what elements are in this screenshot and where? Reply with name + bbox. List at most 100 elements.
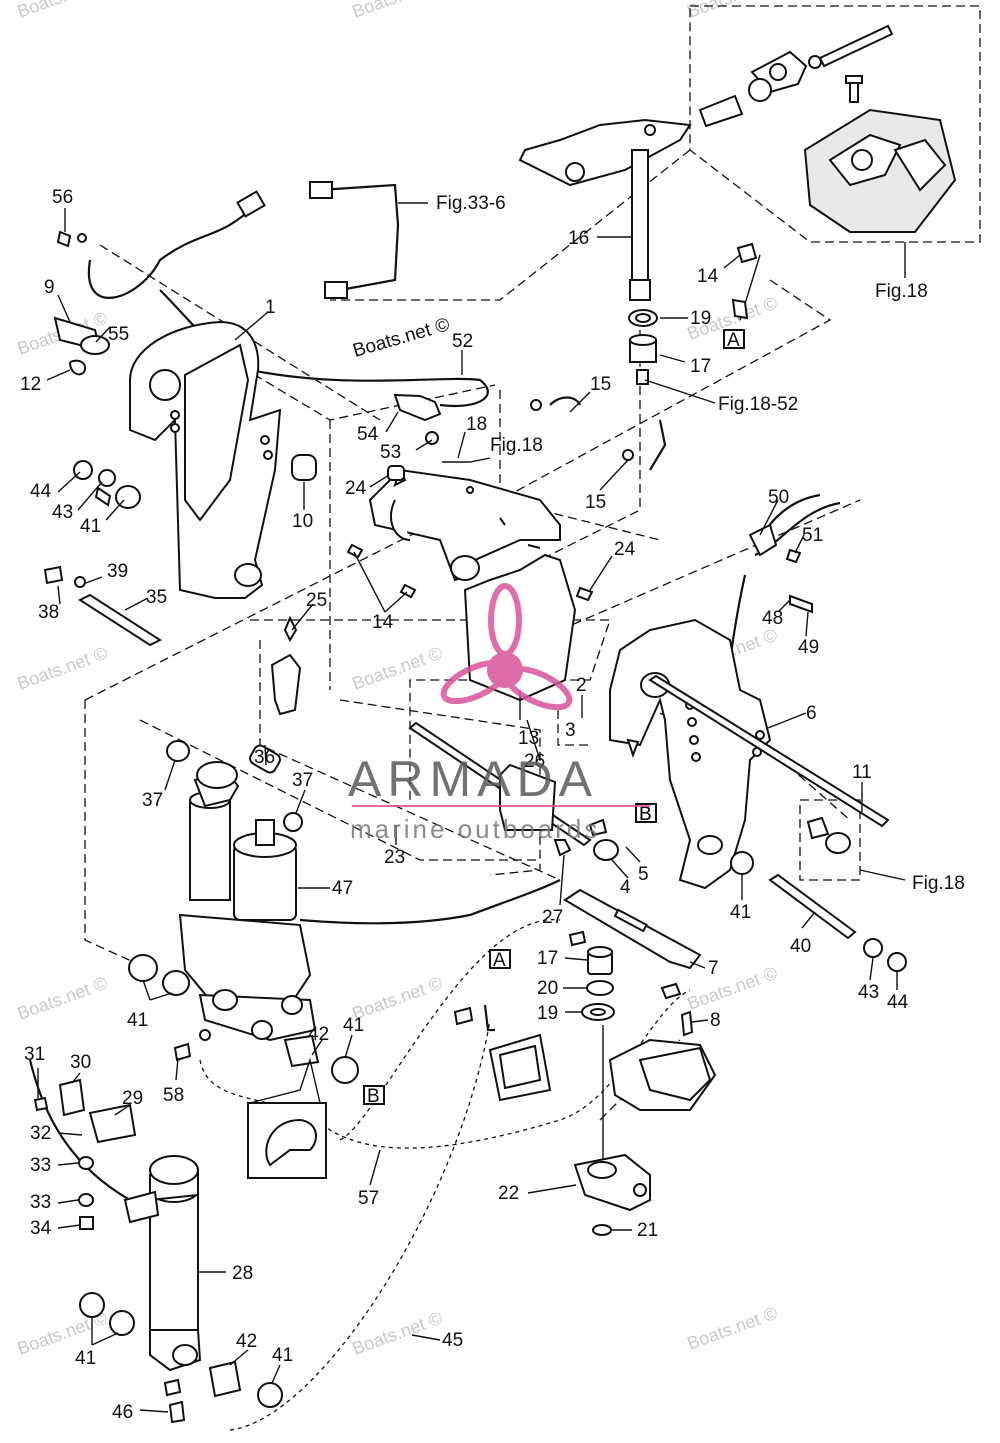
part-label: 31: [24, 1044, 45, 1065]
part-label: 55: [108, 324, 129, 345]
part-label: 43: [858, 982, 879, 1003]
part-label: 7: [708, 958, 719, 979]
watermark-text: Boats.net ©: [350, 643, 445, 694]
part-label: 36: [254, 747, 275, 768]
part-label: 51: [802, 525, 823, 546]
part-label: 27: [542, 907, 563, 928]
part-label: 46: [112, 1402, 133, 1423]
part-label: 57: [358, 1188, 379, 1209]
part-label: 50: [768, 487, 789, 508]
part-label: 6: [806, 703, 817, 724]
part-label: 41: [75, 1348, 96, 1369]
fig-ref-33-6: Fig.33-6: [436, 193, 506, 214]
part-label: 9: [44, 277, 55, 298]
fig-ref-18: Fig.18: [875, 281, 928, 302]
part-label: 34: [30, 1218, 52, 1239]
part-label: 23: [384, 847, 405, 868]
part-label: 42: [308, 1024, 329, 1045]
part-label: B: [639, 804, 652, 825]
inset-fig18: [689, 5, 981, 278]
leader-lines: [37, 202, 906, 1413]
part-label: 38: [38, 602, 59, 623]
part-label: 58: [163, 1085, 184, 1106]
part-label: 18: [466, 414, 487, 435]
part-label: 41: [80, 516, 101, 537]
watermark-text: Boats.net ©: [15, 643, 110, 694]
part-label: 43: [52, 502, 73, 523]
part-label: 44: [887, 992, 909, 1013]
part-label: 52: [452, 331, 473, 352]
part-label: 37: [292, 770, 313, 791]
inset-detail-box: [247, 1057, 327, 1179]
part-label: 32: [30, 1123, 51, 1144]
part-label: 44: [30, 481, 52, 502]
part-label: 17: [537, 948, 558, 969]
part-label: 41: [272, 1345, 293, 1366]
part-label: 25: [306, 590, 327, 611]
part-label: 29: [122, 1088, 143, 1109]
part-label: 54: [357, 424, 379, 445]
fig-ref-18: Fig.18: [912, 873, 965, 894]
fig-ref-18: Fig.18: [490, 435, 543, 456]
boxed-letters: A A B B: [363, 329, 745, 1107]
part-label: 14: [372, 612, 394, 633]
assembly-lines: [84, 149, 861, 1431]
watermark-text: Boats.net ©: [350, 0, 445, 22]
part-label: 56: [52, 187, 73, 208]
part-label: 41: [343, 1015, 364, 1036]
part-label: 24: [614, 539, 636, 560]
tilt-lock-parts: [270, 615, 702, 1037]
part-label: 4: [620, 877, 631, 898]
part-label: 2: [576, 675, 587, 696]
part-label: 26: [524, 751, 545, 772]
figure-references: Fig.33-6 Fig.18 Fig.18-52 Fig.18 Fig.18: [436, 193, 965, 894]
watermark-text: Boats.net ©: [685, 0, 780, 22]
boxed-letter: A: [493, 950, 506, 971]
part-label: 53: [380, 442, 401, 463]
part-label: 11: [852, 762, 872, 783]
watermark-text: Boats.net ©: [350, 1308, 445, 1359]
part-label: 17: [690, 356, 711, 377]
part-label: 16: [568, 228, 589, 249]
part-label: 45: [442, 1330, 463, 1351]
part-label: 19: [690, 308, 711, 329]
fig-ref-18-52: Fig.18-52: [718, 394, 798, 415]
power-tilt-unit: [128, 740, 359, 1084]
boxed-letter: B: [639, 804, 652, 825]
brand-name: ARMADA: [348, 751, 598, 807]
propeller-logo-icon: [440, 583, 573, 711]
part-label: 15: [590, 374, 611, 395]
steering-arm: [518, 118, 761, 385]
part-label: 13: [518, 728, 539, 749]
right-clamp-bracket: [609, 523, 813, 890]
part-label: 14: [697, 266, 719, 287]
trim-cylinder: [33, 1078, 283, 1424]
armada-logo: ARMADA marine outboards: [348, 583, 650, 844]
part-label: 33: [30, 1192, 51, 1213]
part-label: 12: [20, 374, 41, 395]
part-label: 35: [146, 587, 167, 608]
part-label: 39: [107, 561, 128, 582]
part-label: 40: [790, 936, 811, 957]
part-label: 1: [265, 297, 276, 318]
part-label: 41: [127, 1010, 148, 1031]
part-label: 42: [236, 1331, 257, 1352]
part-labels: 56 9 55 12 1 52 54 53 18 15 15 16 19 17 …: [20, 187, 909, 1423]
part-label: 47: [332, 878, 353, 899]
left-clamp-bracket: [53, 230, 282, 599]
part-label: 19: [537, 1003, 558, 1024]
wiring: [28, 181, 841, 1201]
watermark-text: Boats.net ©: [15, 973, 110, 1024]
watermark-text: Boats.net ©: [685, 1303, 780, 1354]
part-label: 30: [70, 1052, 91, 1073]
part-label: 49: [798, 637, 819, 658]
part-label: 22: [498, 1183, 519, 1204]
part-label: 3: [565, 720, 576, 741]
part-label: 24: [345, 478, 367, 499]
part-label: 20: [537, 978, 558, 999]
part-label: 5: [638, 864, 649, 885]
watermark-text: Boats.net ©: [15, 0, 110, 22]
part-label: 21: [637, 1220, 658, 1241]
watermark-text: Boats.net ©: [685, 963, 780, 1014]
